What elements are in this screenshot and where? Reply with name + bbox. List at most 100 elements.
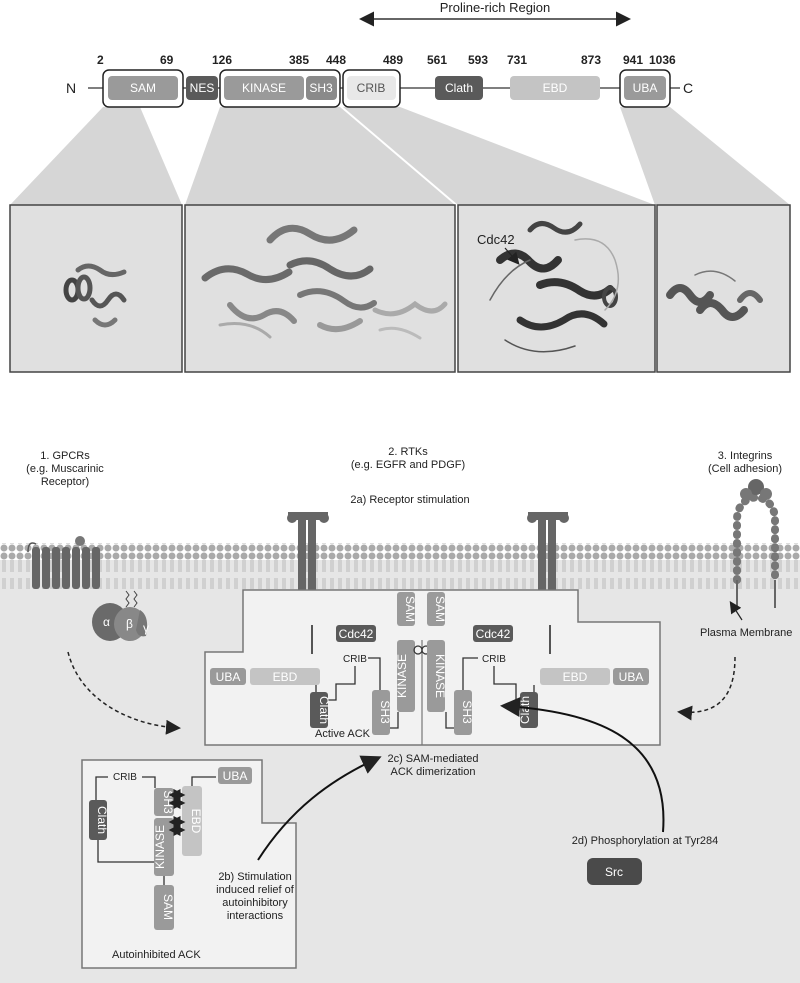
active-ack-left-monomer: Cdc42 CRIB UBA EBD Clath SH3 SAM KINASE [210, 592, 417, 735]
nes-domain [186, 76, 218, 100]
svg-text:Cdc42: Cdc42 [476, 627, 511, 641]
crib-left-label: CRIB [343, 654, 367, 665]
crib-domain [347, 76, 396, 100]
svg-text:SH3: SH3 [161, 790, 175, 814]
sh3-domain [306, 76, 337, 100]
pos-number: 1036 [649, 53, 676, 67]
sam-left [397, 592, 415, 626]
crib-right-label: CRIB [482, 654, 506, 665]
uba-domain [624, 76, 666, 100]
receptor-stimulation-label: 2a) Receptor stimulation [350, 494, 469, 506]
cdc42-right [473, 625, 513, 642]
g-beta-label: β [126, 617, 133, 631]
gpcr-receptor [27, 536, 100, 589]
svg-text:Clath: Clath [317, 696, 331, 724]
svg-text:Cdc42: Cdc42 [339, 627, 374, 641]
uba-domain-label: UBA [633, 81, 658, 95]
svg-text:EBD: EBD [189, 809, 203, 834]
ebd-right [540, 668, 610, 685]
g-gamma-label: γ [143, 621, 149, 635]
relief-label-1: 2b) Stimulation [218, 871, 291, 883]
proline-rich-region: Proline-rich Region [359, 0, 631, 27]
phosphorylation-label: 2d) Phosphorylation at Tyr284 [572, 835, 719, 847]
c-terminus: C [683, 80, 693, 96]
rtk-heading-example: (e.g. EGFR and PDGF) [351, 459, 465, 471]
n-terminus: N [66, 80, 76, 96]
gpcr-to-ack-arrow [67, 651, 181, 735]
nes-domain-label: NES [190, 81, 215, 95]
gpcr-heading-example: (e.g. Muscarinic [26, 463, 104, 475]
svg-text:KINASE: KINASE [433, 654, 447, 698]
g-alpha-label: α [103, 615, 110, 629]
pos-number: 731 [507, 53, 527, 67]
integrin-receptor [733, 479, 779, 608]
integrin-heading: 3. Integrins [718, 450, 773, 462]
kinase-right [427, 640, 445, 712]
active-ack-label: Active ACK [315, 728, 371, 740]
gpcr-heading: 1. GPCRs [40, 450, 90, 462]
clath-left [310, 692, 328, 728]
autoinhibited-ack-box [81, 759, 297, 969]
sam-domain-label: SAM [130, 81, 156, 95]
clath-auto [89, 800, 107, 840]
autoinhibited-ack-label: Autoinhibited ACK [112, 949, 201, 961]
kinase-left [397, 640, 415, 712]
autoinhibitory-interaction-arrows [168, 789, 186, 836]
pos-number: 489 [383, 53, 403, 67]
svg-text:UBA: UBA [223, 769, 248, 783]
sh3-left [372, 690, 390, 735]
sam-ribbon-structure [63, 263, 127, 328]
structure-panels [9, 204, 791, 373]
pos-number: 126 [212, 53, 232, 67]
svg-text:Clath: Clath [518, 696, 532, 724]
ebd-left [250, 668, 320, 685]
pos-number: 561 [427, 53, 447, 67]
src-kinase [587, 858, 642, 885]
integrin-heading-example: (Cell adhesion) [708, 463, 782, 475]
dimerization-label-1: 2c) SAM-mediated [387, 753, 478, 765]
crib-auto-label: CRIB [113, 772, 137, 783]
rtk-heading: 2. RTKs [388, 446, 428, 458]
sh3-domain-label: SH3 [309, 81, 333, 95]
clath-domain-label: Clath [445, 81, 473, 95]
kinase-domain [224, 76, 304, 100]
ebd-domain [510, 76, 600, 100]
svg-text:EBD: EBD [273, 670, 298, 684]
gpcr-heading-example-2: Receptor) [41, 476, 89, 488]
pos-number: 941 [623, 53, 643, 67]
src-phosphorylation-arrow [500, 697, 665, 833]
sam-right [427, 592, 445, 626]
svg-text:SAM: SAM [403, 596, 417, 622]
svg-text:SAM: SAM [433, 596, 447, 622]
uba-ribbon-structure [666, 270, 763, 321]
ebd-domain-label: EBD [543, 81, 568, 95]
plasma-membrane-label: Plasma Membrane [700, 627, 792, 639]
integrin-to-ack-arrow [677, 656, 736, 721]
svg-text:SH3: SH3 [460, 700, 474, 724]
sam-domain [108, 76, 178, 100]
relief-to-dimerization-arrow [257, 755, 382, 861]
clath-domain [435, 76, 483, 100]
uba-left [210, 668, 246, 685]
svg-text:SAM: SAM [161, 894, 175, 920]
sam-auto [154, 885, 174, 930]
dimerization-label-2: ACK dimerization [391, 766, 476, 778]
pos-number: 873 [581, 53, 601, 67]
svg-text:Clath: Clath [95, 806, 109, 834]
projection-fans [10, 107, 790, 205]
ebd-auto [182, 786, 202, 856]
pos-number: 69 [160, 53, 174, 67]
position-numbers: 2 69 126 385 448 489 561 593 731 873 941… [97, 53, 676, 67]
plasma-membrane-bilayer [0, 543, 800, 589]
cdc42-left [336, 625, 376, 642]
active-ack-right-monomer: Cdc42 CRIB EBD UBA Clath SH3 SAM KINASE [427, 592, 649, 735]
plasma-membrane-pointer [729, 600, 743, 621]
crib-domain-label: CRIB [357, 81, 386, 95]
relief-label-2: induced relief of [216, 884, 295, 896]
src-label: Src [605, 865, 623, 879]
proline-rich-label: Proline-rich Region [440, 0, 551, 15]
clath-right [520, 692, 538, 728]
pos-number: 593 [468, 53, 488, 67]
